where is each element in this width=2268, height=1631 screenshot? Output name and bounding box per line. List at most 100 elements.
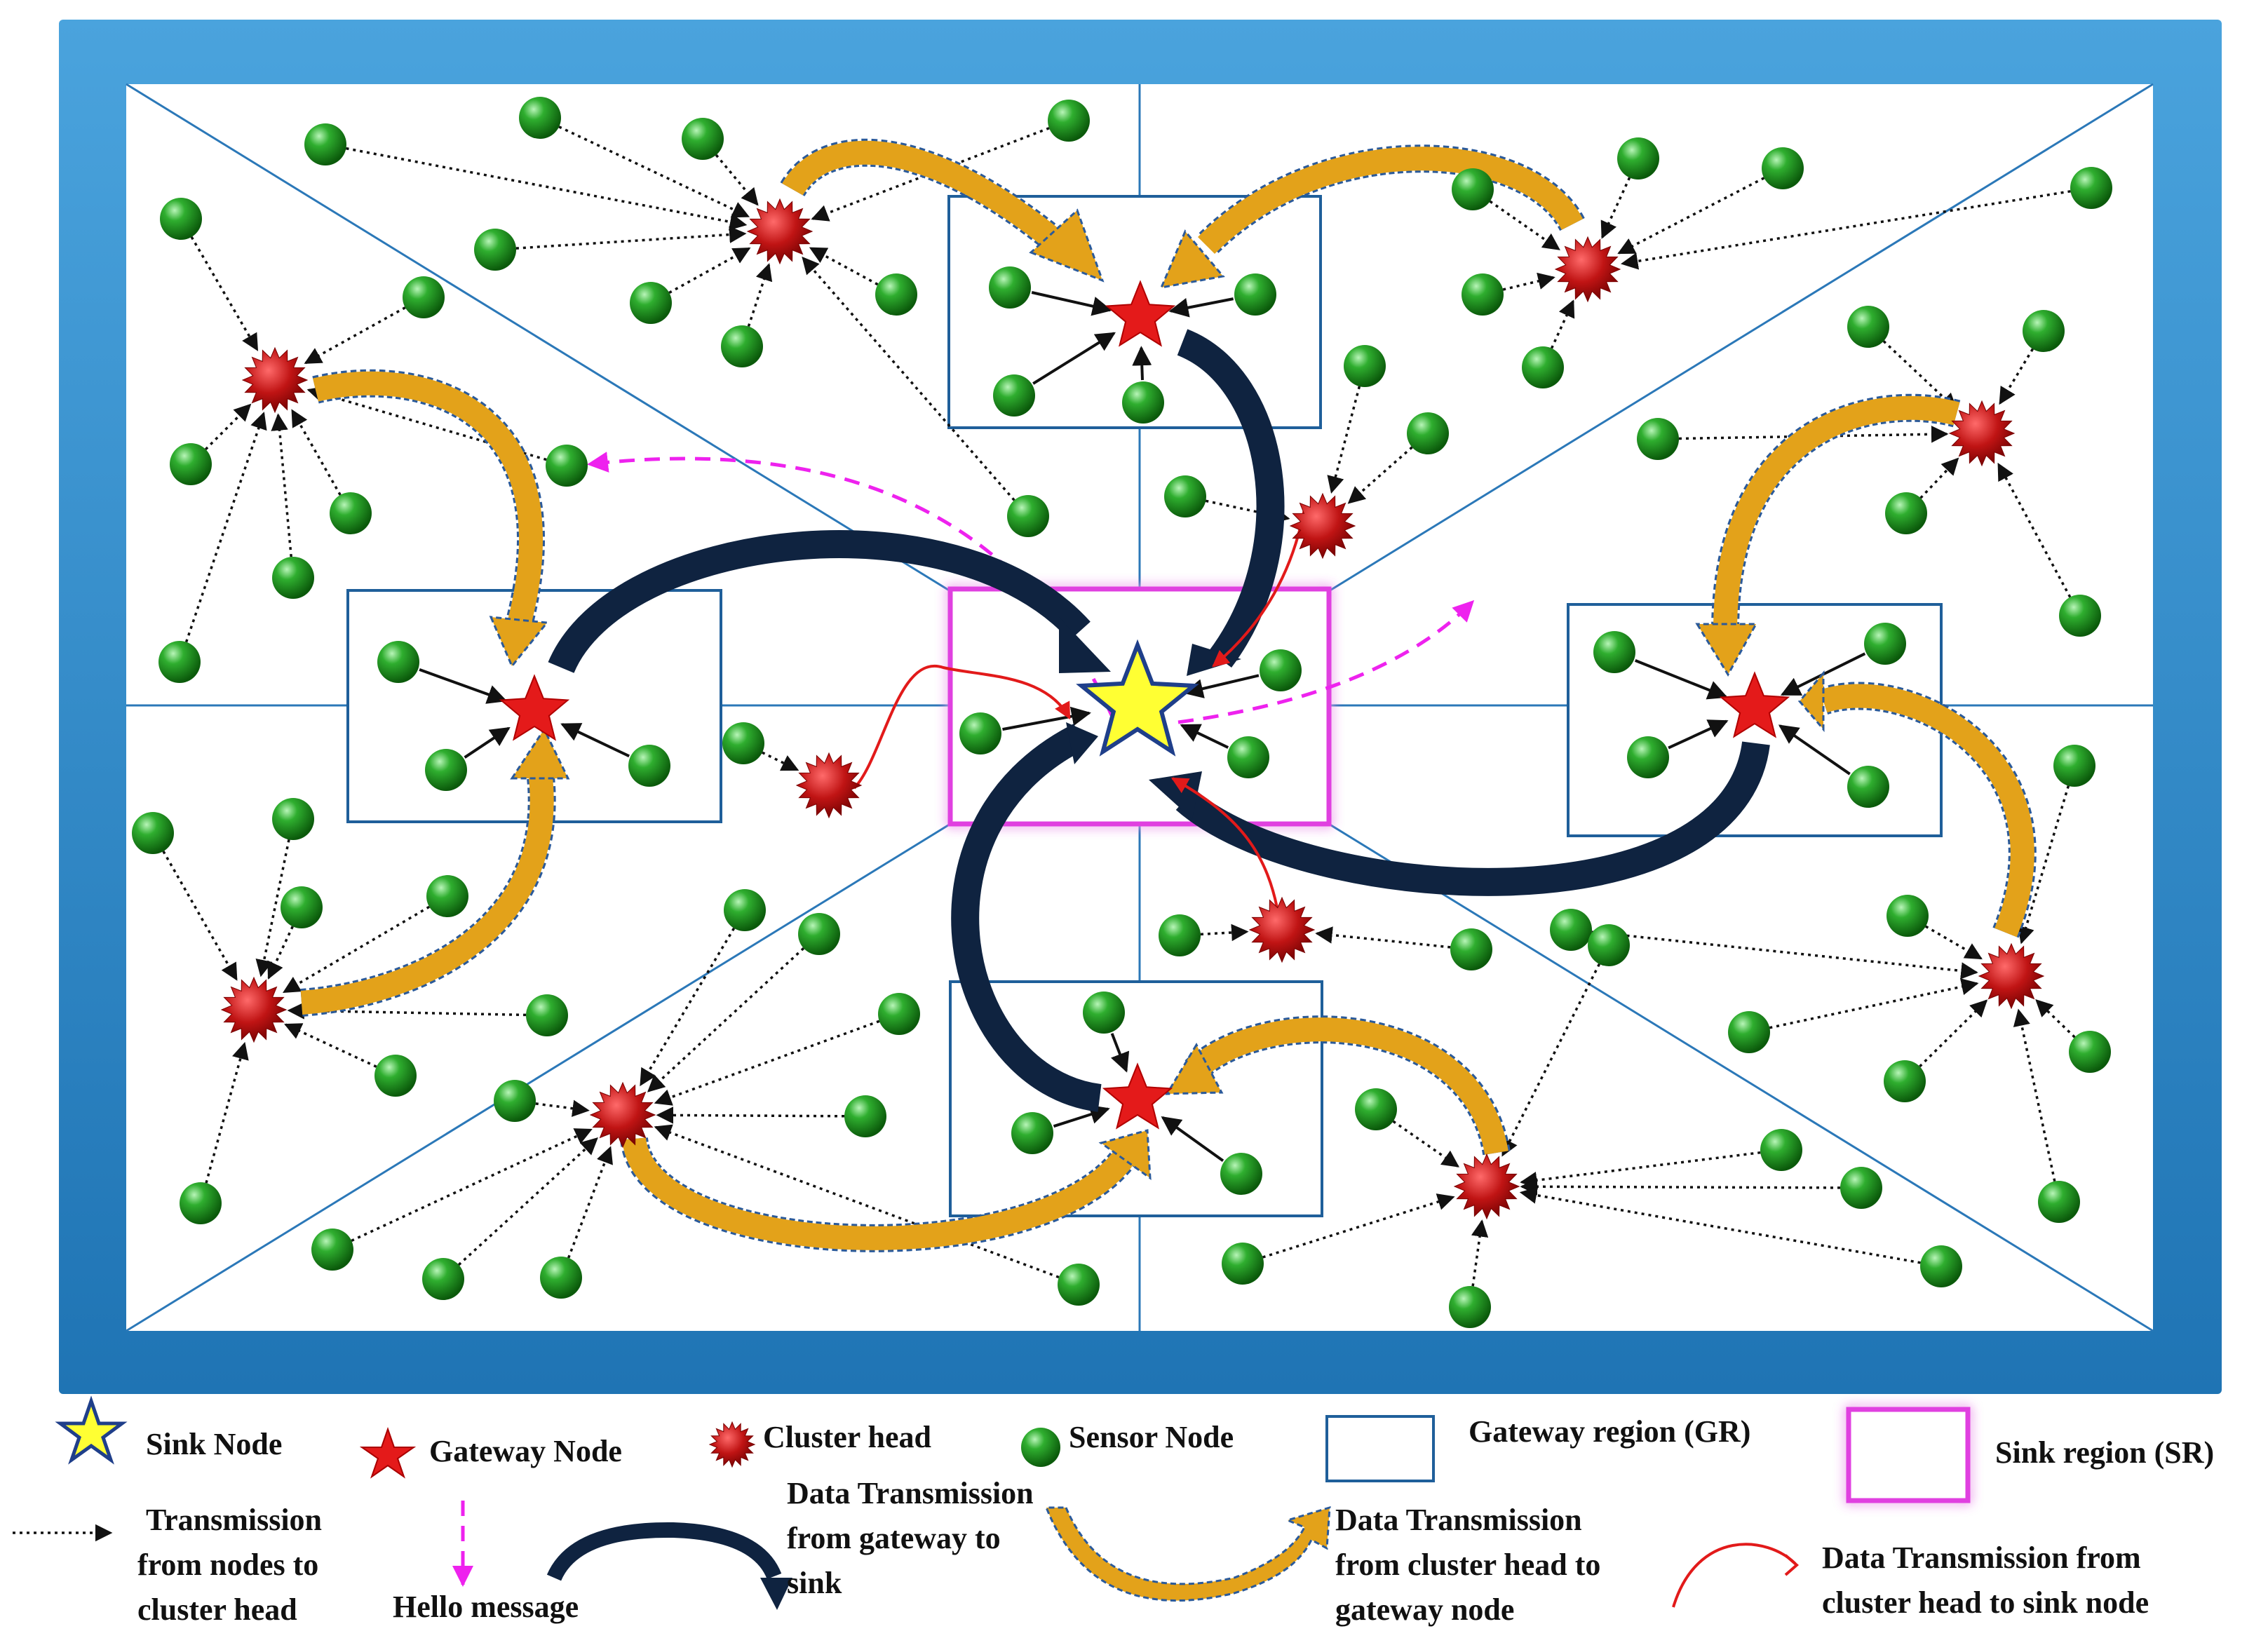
sensor-node-icon <box>1234 273 1276 316</box>
sensor-node-icon <box>2023 310 2065 352</box>
sensor-node-icon <box>425 749 467 791</box>
sensor-nodes <box>132 97 2112 1328</box>
legend-cluster-head-label: Cluster head <box>763 1420 931 1454</box>
gateway-star-icon <box>1105 280 1176 347</box>
legend-sink-label: Sink Node <box>146 1427 282 1461</box>
sensor-node-icon <box>993 374 1035 417</box>
sensor-node-icon <box>798 913 840 955</box>
sensor-node-icon <box>1593 631 1635 673</box>
sensor-node-icon <box>959 712 1001 754</box>
sensor-node-icon <box>1588 924 1630 966</box>
sensor-node-icon <box>1007 495 1049 537</box>
sensor-node-icon <box>374 1055 417 1097</box>
sensor-node-icon <box>1637 418 1679 460</box>
legend-sink-region-label: Sink region (SR) <box>1995 1435 2214 1470</box>
legend-tx-nodes-line3: cluster head <box>137 1592 297 1627</box>
sensor-node-icon <box>1627 736 1669 778</box>
legend-gateway-region-icon <box>1325 1415 1435 1482</box>
gateway-nodes <box>499 280 1790 1130</box>
cluster-head-icon <box>746 198 814 265</box>
legend-gateway-label: Gateway Node <box>429 1434 622 1468</box>
sensor-node-icon <box>540 1257 582 1299</box>
sensor-node-icon <box>272 798 314 840</box>
sensor-node-icon <box>682 118 724 160</box>
node-to-gateway-links <box>419 291 1866 1163</box>
sensor-node-icon <box>1344 345 1386 387</box>
sensor-node-icon <box>426 875 468 917</box>
sensor-node-icon <box>1840 1167 1882 1209</box>
sensor-node-icon <box>1886 895 1929 937</box>
legend-sink-icon <box>55 1395 128 1465</box>
legend-sink-region-icon <box>1846 1407 1971 1503</box>
sensor-node-icon <box>546 445 588 487</box>
sensor-node-icon <box>1122 381 1164 424</box>
sink-node <box>1076 639 1199 757</box>
sensor-node-icon <box>132 812 174 854</box>
sensor-node-icon <box>2059 595 2101 637</box>
cluster-head-icon <box>1289 492 1356 560</box>
sensor-node-icon <box>844 1095 886 1137</box>
cluster-head-icon <box>795 752 863 819</box>
sensor-node-icon <box>1220 1153 1262 1195</box>
sensor-node-icon <box>1083 992 1125 1034</box>
sensor-node-icon <box>2070 167 2112 209</box>
sensor-node-icon <box>1164 475 1206 517</box>
gateway-star-icon <box>499 674 570 741</box>
sensor-node-icon <box>1048 100 1090 142</box>
legend-tx-nodes-line1: Transmission <box>146 1503 322 1537</box>
sensor-node-icon <box>281 886 323 928</box>
legend-tx-ch-sink-line2: cluster head to sink node <box>1822 1585 2149 1620</box>
sensor-node-icon <box>1449 1286 1491 1328</box>
cluster-head-icon <box>220 976 288 1043</box>
sensor-node-icon <box>1762 147 1804 189</box>
sensor-node-icon <box>1011 1112 1053 1154</box>
sensor-node-icon <box>1260 649 1302 691</box>
sensor-node-icon <box>1450 928 1492 970</box>
sensor-node-icon <box>180 1182 222 1224</box>
sensor-node-icon <box>722 722 764 764</box>
sensor-node-icon <box>2069 1031 2111 1073</box>
sensor-node-icon <box>1920 1245 1962 1287</box>
sensor-node-icon <box>1885 492 1927 534</box>
node-to-cluster-head-links <box>162 126 2076 1287</box>
sensor-node-icon <box>2053 745 2095 787</box>
sensor-node-icon <box>1452 168 1494 210</box>
sensor-node-icon <box>1728 1011 1770 1053</box>
sensor-node-icon <box>1355 1088 1397 1130</box>
sensor-node-icon <box>628 745 670 787</box>
cluster-head-icon <box>1248 896 1316 963</box>
sensor-node-icon <box>422 1258 464 1300</box>
sensor-node-icon <box>630 282 672 324</box>
sensor-node-icon <box>2038 1181 2080 1223</box>
sensor-node-icon <box>721 325 763 367</box>
sensor-node-icon <box>875 273 917 316</box>
sensor-node-icon <box>160 198 202 240</box>
legend-tx-gw-line1: Data Transmission <box>787 1476 1034 1510</box>
sensor-node-icon <box>724 889 766 931</box>
sensor-node-icon <box>1222 1243 1264 1285</box>
legend: Sink Node Gateway Node Cluster head Sens… <box>13 1395 2214 1627</box>
gateway-star-icon <box>1719 671 1790 738</box>
legend-tx-ch-gw-line2: from cluster head to <box>1335 1548 1600 1582</box>
legend-tx-ch-gw-line1: Data Transmission <box>1335 1503 1582 1537</box>
legend-tx-gw-line2: from gateway to <box>787 1521 1001 1555</box>
sensor-node-icon <box>1617 137 1659 180</box>
sensor-node-icon <box>1847 306 1889 348</box>
legend-gateway-region-label: Gateway region (GR) <box>1469 1414 1750 1449</box>
legend-tx-ch-gw-line3: gateway node <box>1335 1592 1514 1627</box>
sensor-node-icon <box>403 276 445 318</box>
sensor-node-icon <box>878 993 920 1035</box>
sensor-node-icon <box>158 641 201 683</box>
legend-sensor-label: Sensor Node <box>1069 1420 1234 1454</box>
sensor-node-icon <box>1864 623 1906 665</box>
sensor-node-icon <box>526 994 568 1036</box>
legend-sensor-icon <box>1021 1428 1060 1467</box>
sensor-node-icon <box>1407 412 1449 454</box>
gateway-star-icon <box>1102 1062 1173 1130</box>
sensor-node-icon <box>1760 1129 1802 1171</box>
cluster-head-icon <box>1978 942 2045 1010</box>
gateway-to-sink-arrows <box>548 329 1770 1112</box>
sensor-node-icon <box>1884 1060 1926 1102</box>
cluster-head-icon <box>241 346 309 414</box>
